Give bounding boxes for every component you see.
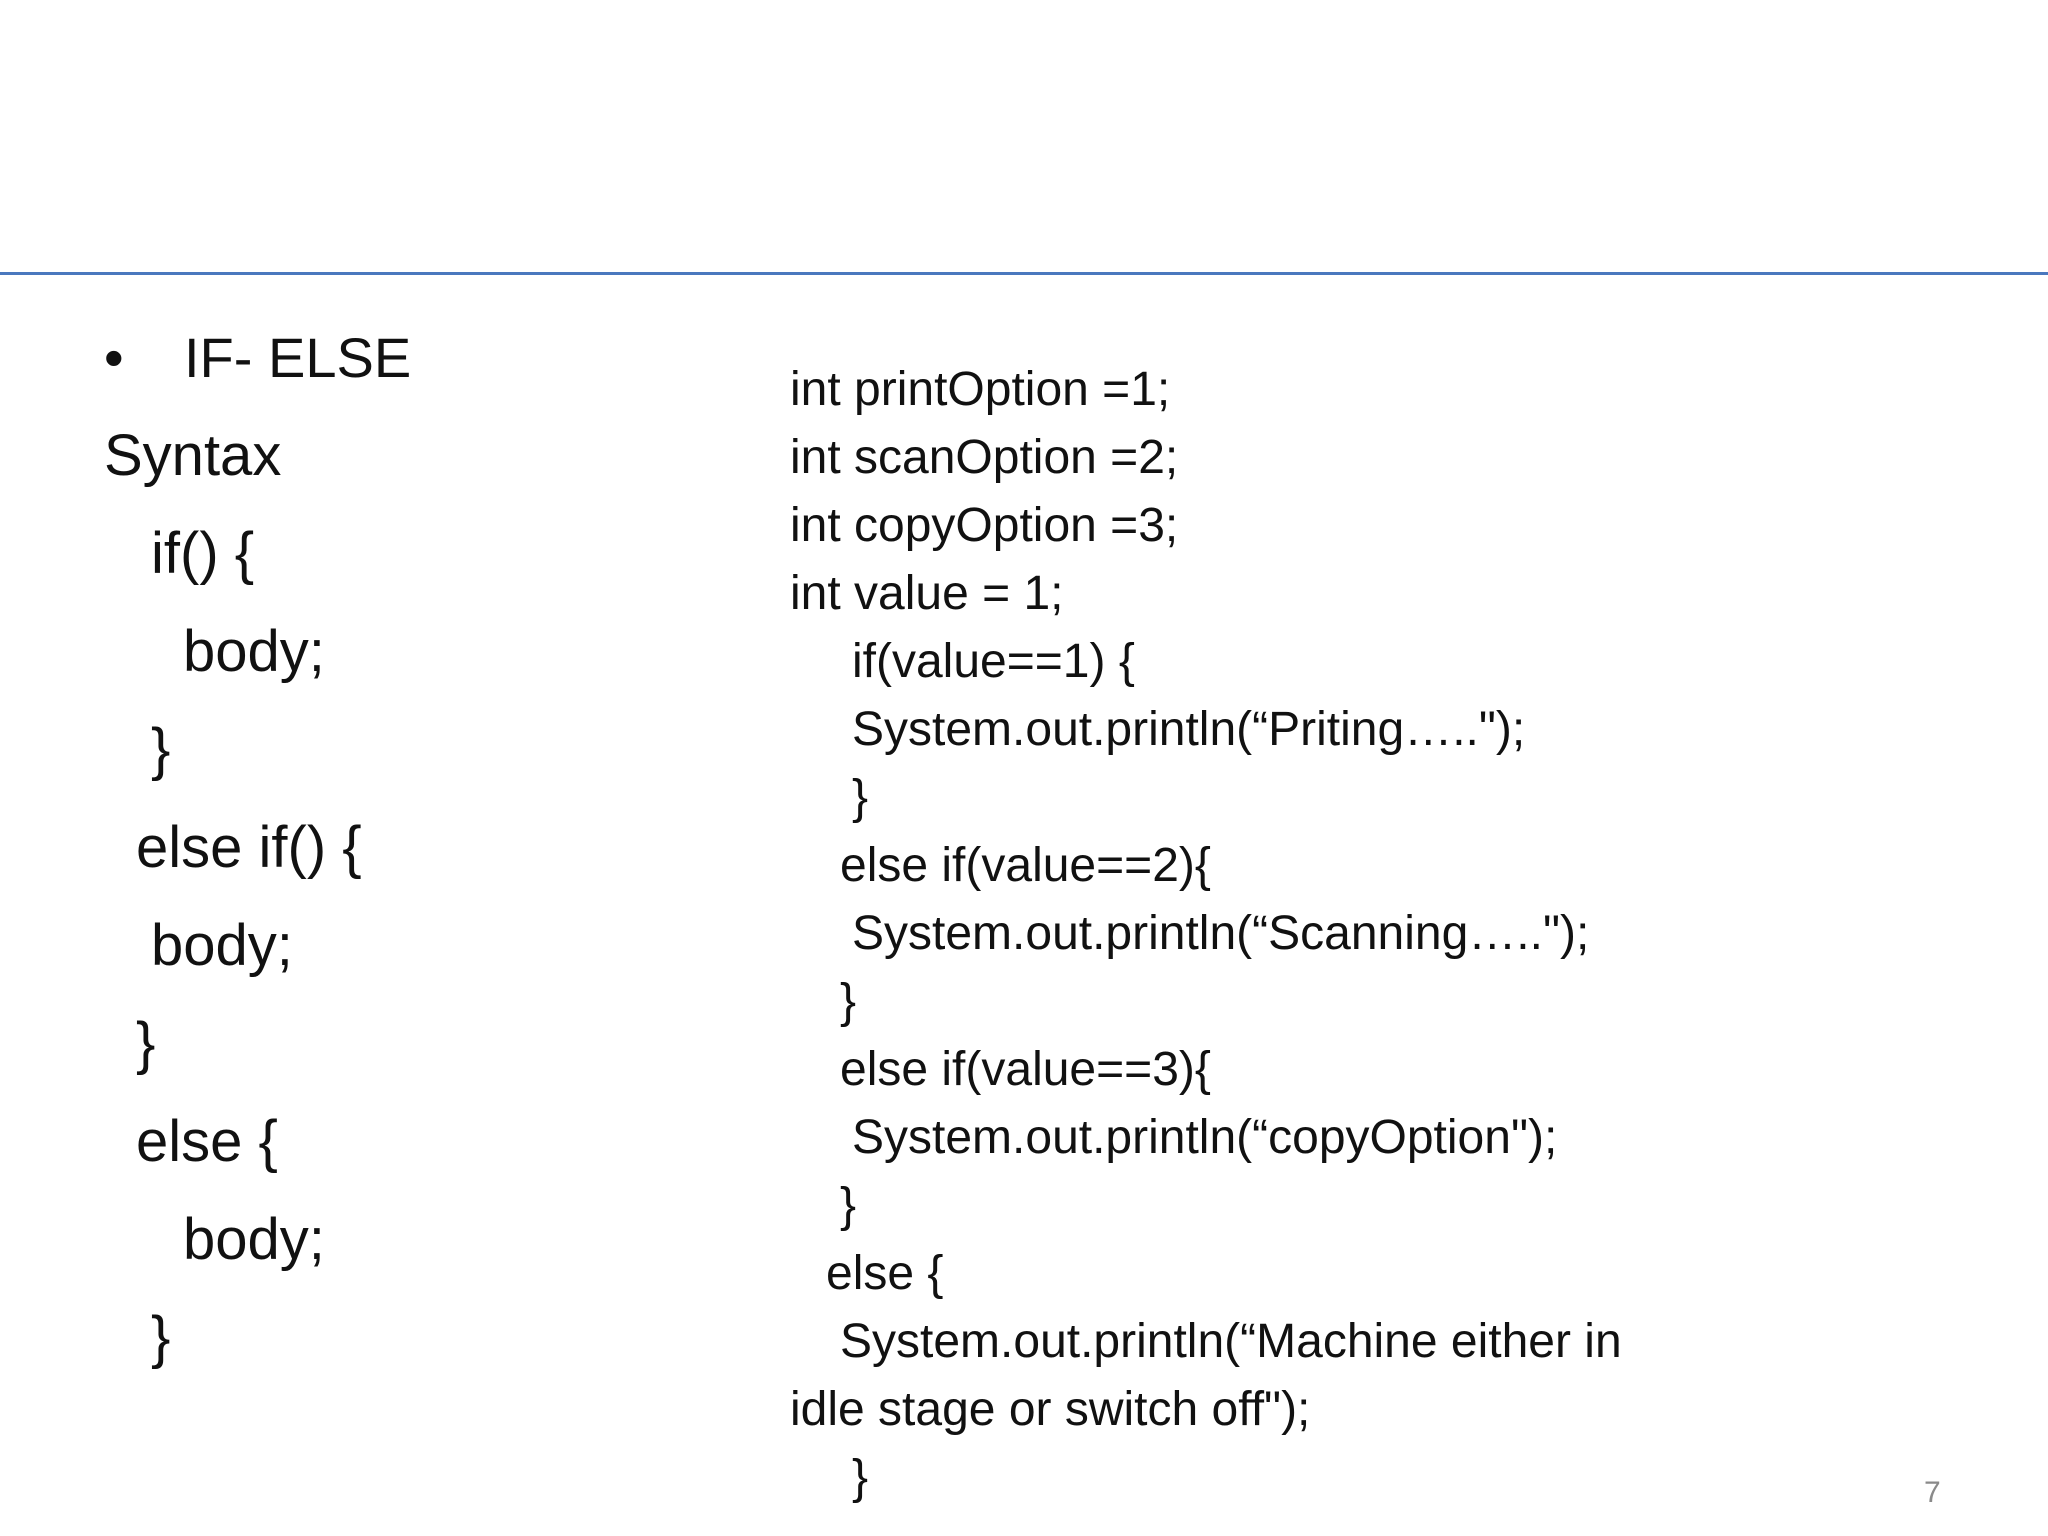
syntax-line: } xyxy=(151,717,171,782)
code-line: int copyOption =3; xyxy=(790,499,1179,552)
code-example: int printOption =1; int scanOption =2; i… xyxy=(790,356,1890,1512)
syntax-line: else { xyxy=(136,1109,278,1174)
syntax-line: } xyxy=(136,1011,156,1076)
syntax-column: • IF- ELSE Syntax if() { body; } else if… xyxy=(0,0,760,1536)
code-line: System.out.println(“Priting….."); xyxy=(852,703,1526,756)
code-line: int printOption =1; xyxy=(790,363,1171,416)
syntax-heading: Syntax xyxy=(104,423,282,488)
syntax-line: body; xyxy=(183,619,325,684)
syntax-line: body; xyxy=(151,913,293,978)
bullet-text: IF- ELSE xyxy=(184,326,412,389)
page-number: 7 xyxy=(1924,1476,1941,1509)
code-line: int scanOption =2; xyxy=(790,431,1179,484)
code-line: idle stage or switch off"); xyxy=(790,1383,1311,1436)
code-line: } xyxy=(840,1179,857,1232)
code-line: System.out.println(“copyOption"); xyxy=(852,1111,1558,1164)
code-line: } xyxy=(840,975,857,1028)
bullet-dot-icon: • xyxy=(104,326,124,389)
code-line: } xyxy=(852,771,869,824)
syntax-line: } xyxy=(151,1305,171,1370)
title-divider xyxy=(0,272,2048,275)
code-line: int value = 1; xyxy=(790,567,1064,620)
syntax-line: if() { xyxy=(151,521,255,586)
code-line: if(value==1) { xyxy=(852,635,1135,688)
syntax-line: body; xyxy=(183,1207,325,1272)
code-line: else { xyxy=(826,1247,944,1300)
code-line: else if(value==3){ xyxy=(840,1043,1211,1096)
code-line: } xyxy=(852,1451,869,1504)
code-line: System.out.println(“Machine either in xyxy=(840,1315,1622,1368)
code-line: System.out.println(“Scanning….."); xyxy=(852,907,1590,960)
bullet-item: • IF- ELSE xyxy=(104,322,411,394)
code-line: else if(value==2){ xyxy=(840,839,1211,892)
syntax-line: else if() { xyxy=(136,815,362,880)
